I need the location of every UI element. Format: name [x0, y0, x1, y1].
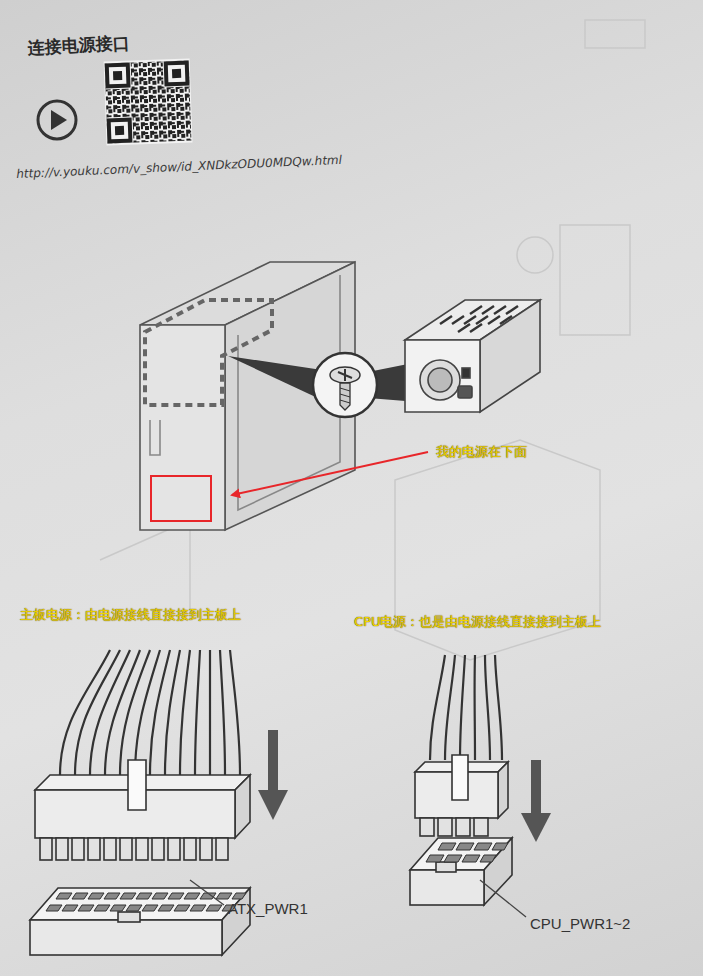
faint-background [100, 20, 645, 660]
atx-plug [35, 760, 250, 860]
cpu-cable [430, 655, 502, 760]
annotation-note: 我的电源在下面 [436, 444, 527, 459]
psu-bay-outline [145, 300, 272, 405]
connector-name: CPU_PWR1~2 [530, 915, 630, 932]
annotation-note: 主板电源：由电源接线直接接到主板上 [20, 607, 241, 622]
annotation-note: 主板电源：由电源接线直接接到主板上 [20, 607, 241, 623]
annotation-note: 我的电源在下面 [436, 444, 527, 460]
down-arrow [521, 760, 551, 842]
highlight-box [151, 476, 211, 521]
leader-line [190, 880, 224, 905]
annotation-note: CPU电源：也是由电源接线直接接到主板上 [354, 614, 601, 629]
screw-magnifier [228, 353, 418, 417]
connector-name: ATX_PWR1 [228, 900, 308, 918]
connector-name: CPU_PWR1~2 [530, 915, 630, 933]
atx-socket [30, 888, 250, 955]
page-title: 连接电源接口 [27, 33, 130, 59]
atx-cable [60, 650, 240, 775]
red-arrow [232, 452, 428, 495]
video-url: http://v.youku.com/v_show/id_XNDkzODU0MD… [16, 153, 342, 182]
video-url: http://v.youku.com/v_show/id_XNDkzODU0MD… [16, 153, 342, 181]
cpu-socket [410, 838, 512, 905]
connector-name: ATX_PWR1 [228, 900, 308, 917]
page-title: 连接电源接口 [27, 33, 130, 58]
leader-line [480, 880, 526, 917]
power-supply [405, 300, 540, 412]
play-icon [38, 101, 76, 139]
cpu-plug [415, 755, 508, 836]
annotation-note: CPU电源：也是由电源接线直接接到主板上 [354, 614, 601, 630]
down-arrow [258, 730, 288, 820]
qr-code [104, 59, 193, 146]
